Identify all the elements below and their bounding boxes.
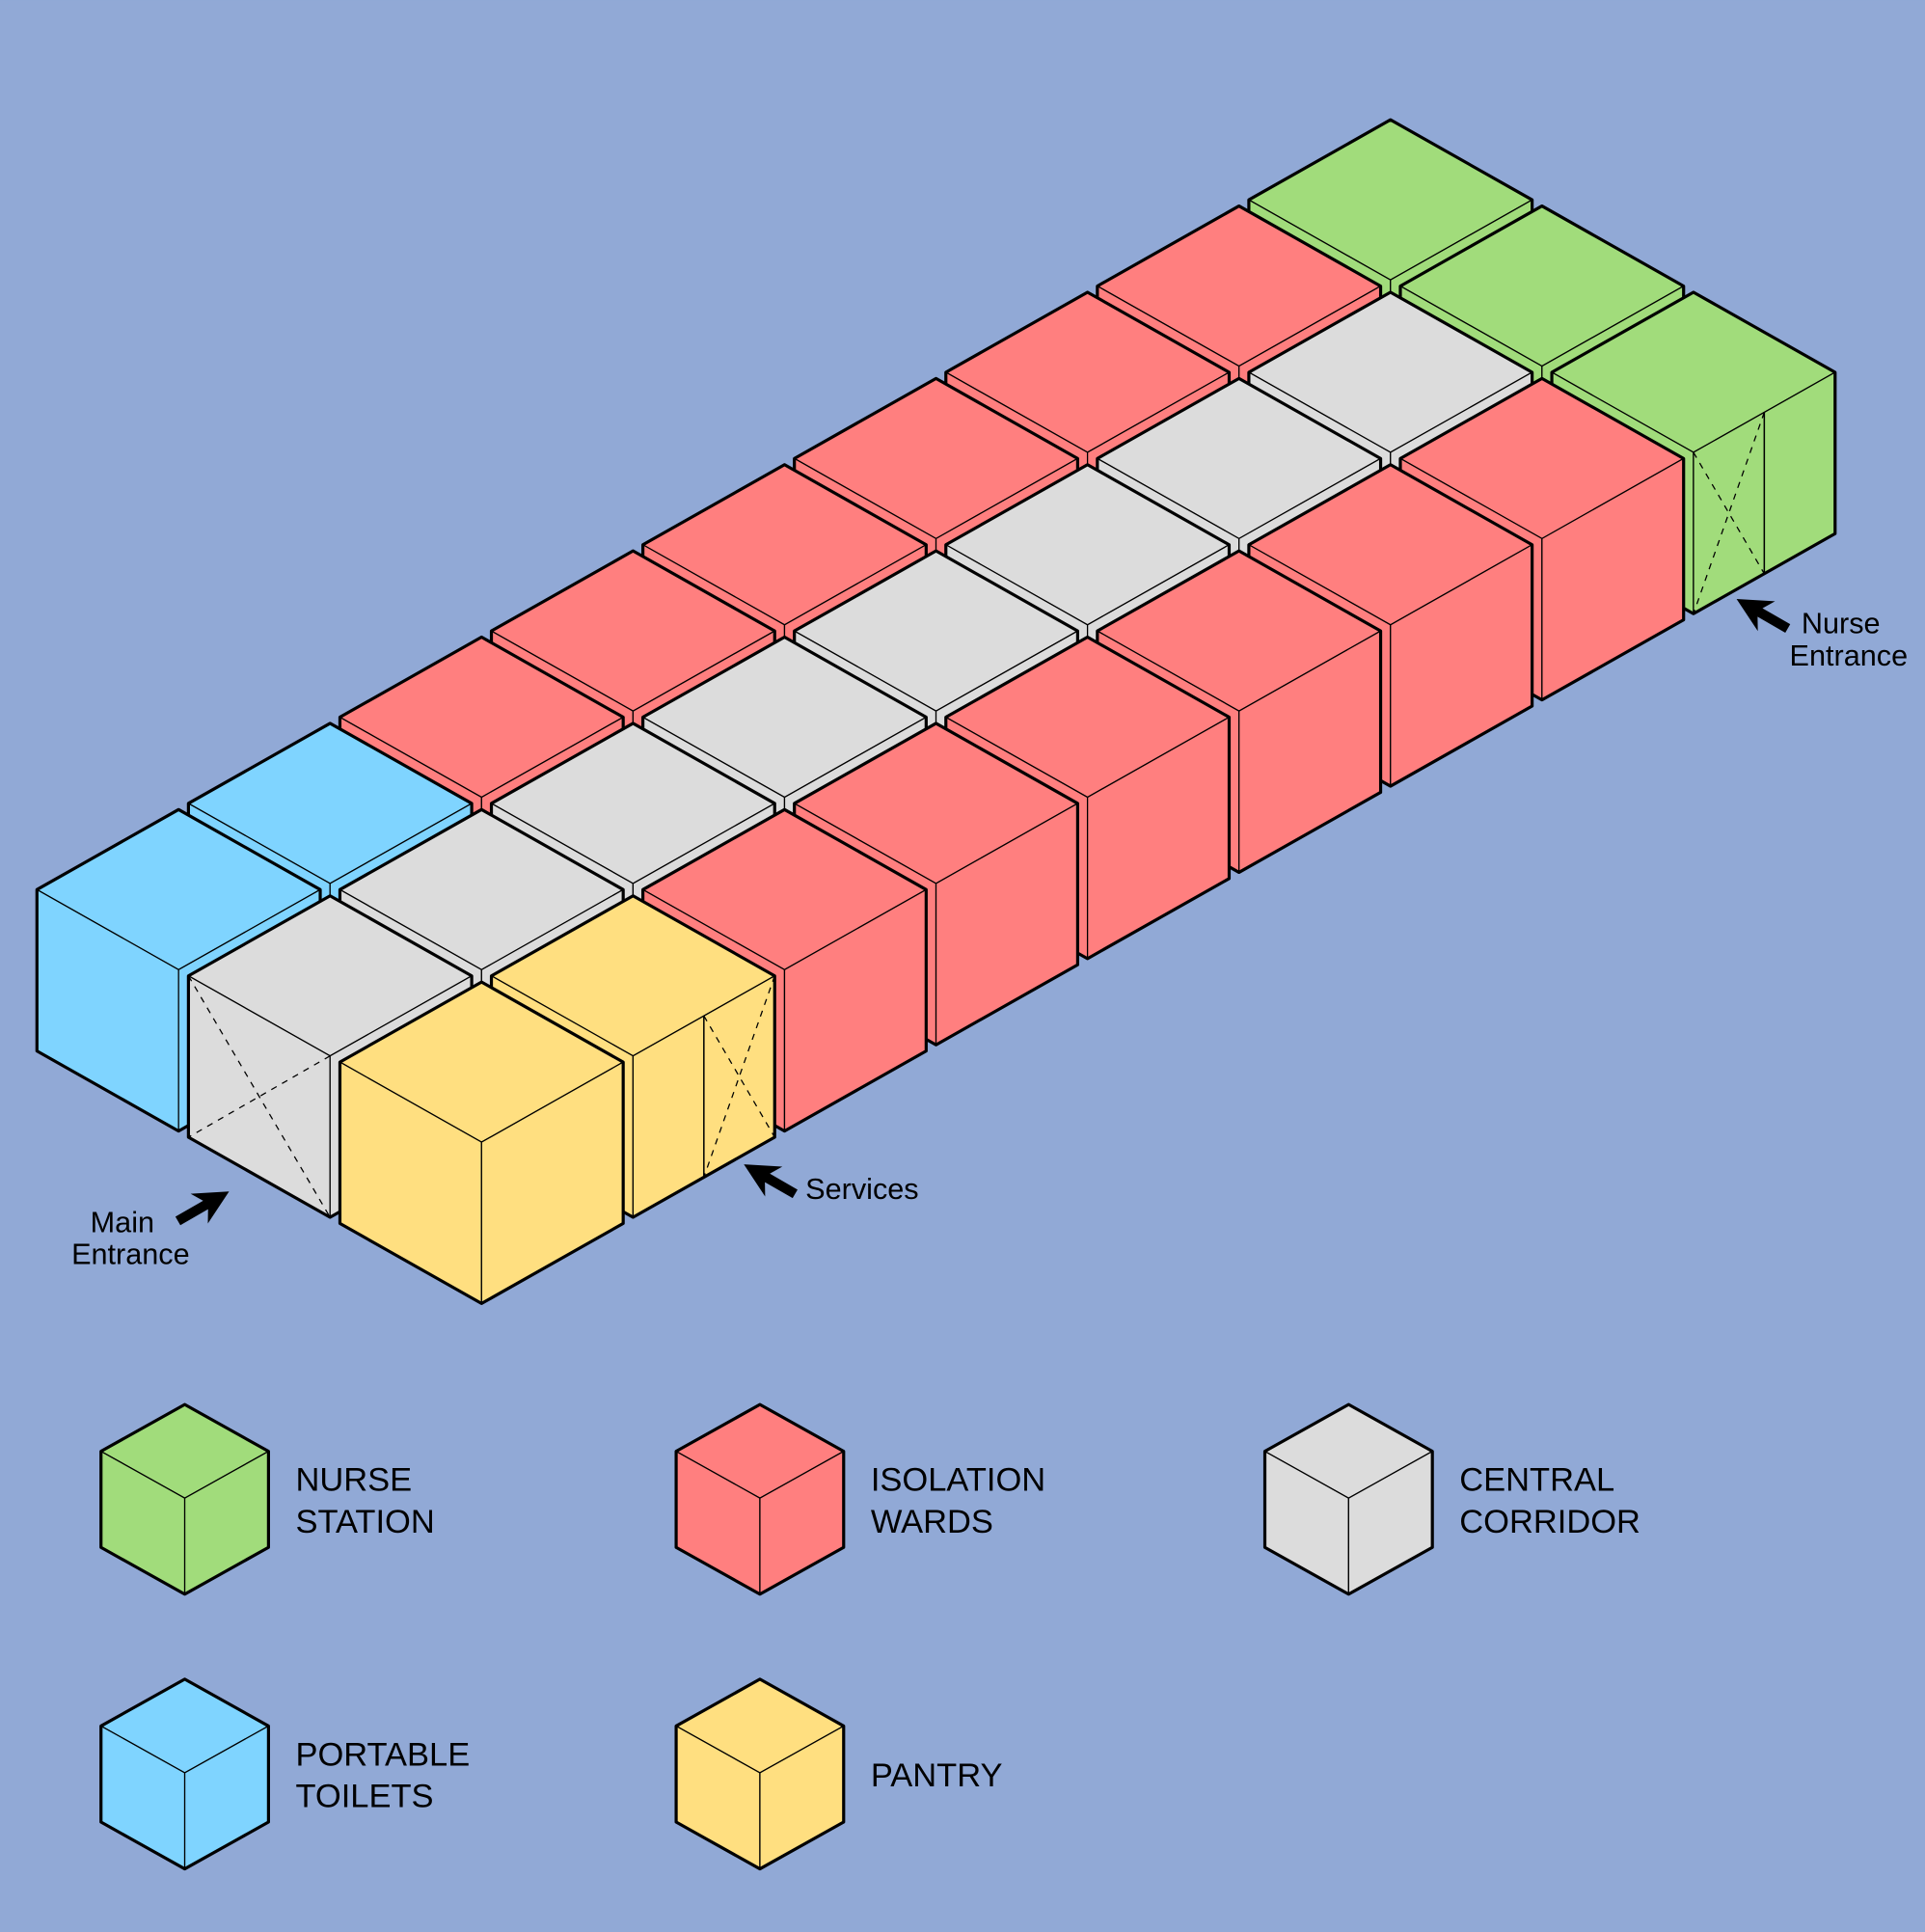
main-entrance-line-1: Main (91, 1206, 154, 1238)
legend-item-central-corridor: CENTRAL CORRIDOR (1262, 1402, 1640, 1596)
legend-label-line: PANTRY (871, 1757, 1003, 1794)
door-x-line (188, 1055, 331, 1138)
legend-label: PORTABLE TOILETS (295, 1736, 470, 1814)
cube-outline (1247, 463, 1534, 788)
legend-label-line: CENTRAL (1459, 1462, 1614, 1499)
cube-outline (99, 1677, 270, 1871)
cube-outline (338, 980, 625, 1306)
door-x-line (703, 975, 775, 1178)
legend-swatch-cube-icon (674, 1402, 846, 1596)
legend-label: ISOLATION WARDS (871, 1462, 1045, 1540)
legend-label-line: NURSE (295, 1462, 412, 1499)
legend-swatch-cube-icon (99, 1402, 270, 1596)
main-entrance-arrow-icon (175, 1191, 230, 1226)
legend-label-line: STATION (295, 1504, 434, 1540)
legend-label: CENTRAL CORRIDOR (1459, 1462, 1640, 1540)
legend-label-line: PORTABLE (295, 1736, 470, 1773)
legend-label-line: ISOLATION (871, 1462, 1045, 1499)
cube-outline (1262, 1402, 1434, 1596)
cube-outline (641, 807, 928, 1133)
cube-outline (99, 1402, 270, 1596)
legend-swatch-cube-icon (99, 1677, 270, 1871)
legend-item-nurse-station: NURSE STATION (99, 1402, 435, 1596)
legend-item-pantry: PANTRY (674, 1677, 1003, 1871)
nurse-entrance-arrow-icon (1736, 598, 1791, 634)
door-x-line (1693, 412, 1765, 614)
legend-label-line: WARDS (871, 1504, 993, 1540)
legend-label: NURSE STATION (295, 1462, 434, 1540)
legend: NURSE STATION ISOLATION WARDS CENTRAL CORRIDO… (99, 1402, 1640, 1871)
services-label: Services (805, 1173, 918, 1206)
legend-item-isolation-wards: ISOLATION WARDS (674, 1402, 1045, 1596)
cube-outline (793, 721, 1079, 1047)
module-pantry (338, 980, 625, 1306)
legend-label-line: CORRIDOR (1459, 1504, 1640, 1540)
cube-outline (944, 635, 1232, 961)
nurse-entrance-label: Nurse Entrance (1790, 608, 1909, 672)
main-entrance-label: Main Entrance (71, 1206, 190, 1270)
legend-label: PANTRY (871, 1757, 1003, 1794)
door-x-line (187, 975, 331, 1218)
cube-outline (674, 1677, 846, 1871)
main-entrance-line-2: Entrance (71, 1238, 190, 1271)
services-arrow-icon (744, 1164, 798, 1199)
nurse-entrance-line-2: Entrance (1790, 639, 1909, 672)
legend-label-line: TOILETS (295, 1779, 433, 1815)
cube-outline (1398, 376, 1686, 702)
legend-item-portable-toilets: PORTABLE TOILETS (99, 1677, 470, 1871)
cube-outline (1096, 549, 1383, 875)
legend-swatch-cube-icon (674, 1677, 846, 1871)
cube-outline (674, 1402, 846, 1596)
cube-outline (35, 807, 322, 1133)
legend-swatch-cube-icon (1262, 1402, 1434, 1596)
building-modules (35, 118, 1837, 1306)
nurse-entrance-line-1: Nurse (1802, 608, 1881, 640)
